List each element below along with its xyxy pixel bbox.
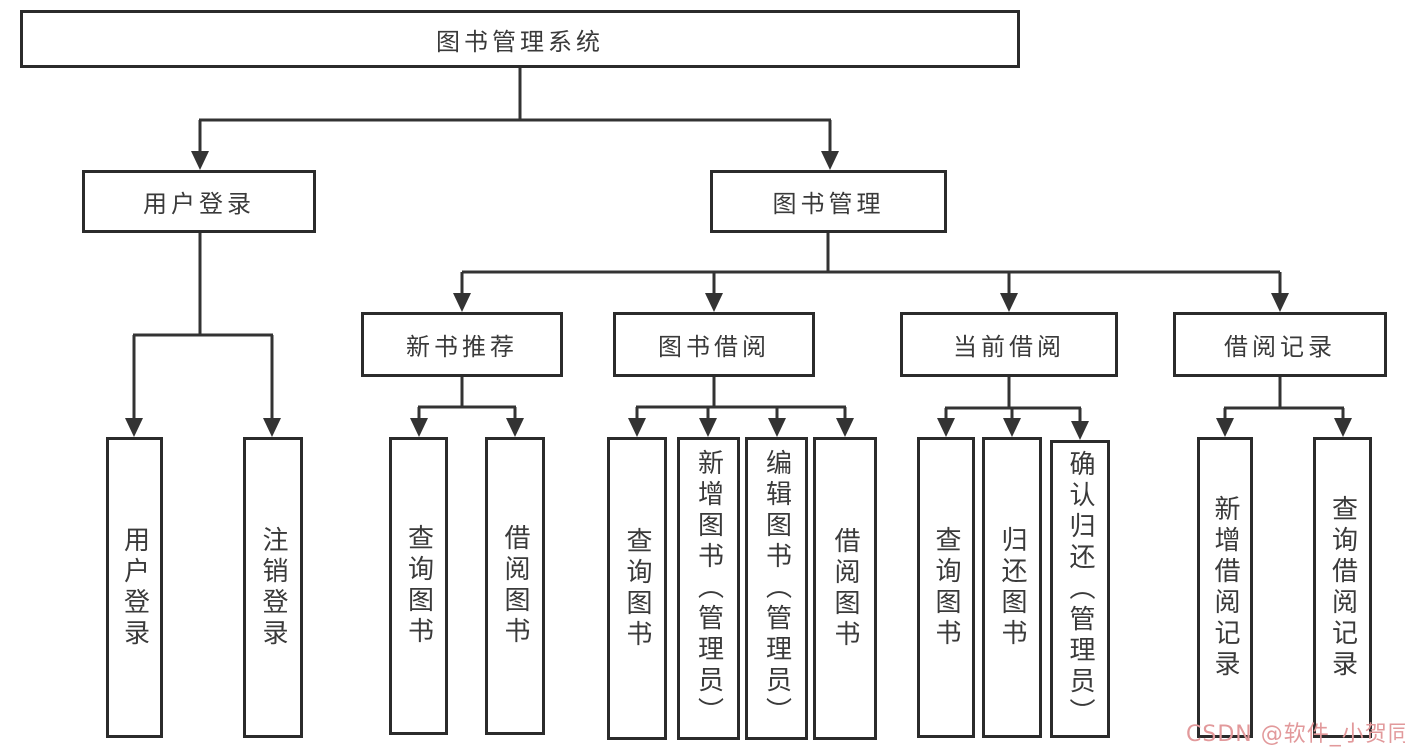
node-label: 图书管理系统 (436, 27, 604, 56)
node-book-management: 图书管理 (710, 170, 947, 233)
leaf-edit-book-admin: 编辑图书（管理员） (745, 437, 808, 740)
node-new-book-recommend: 新书推荐 (361, 312, 563, 377)
arrow-connector (768, 407, 786, 437)
arrow-connector (821, 120, 839, 170)
arrow-connector (1071, 408, 1089, 440)
arrow-down-icon (768, 418, 786, 437)
arrow-down-icon (937, 418, 955, 437)
leaf-user-login: 用户登录 (106, 437, 163, 738)
arrow-down-icon (453, 293, 471, 312)
node-label: 借阅记录 (1224, 333, 1336, 361)
arrow-connector (705, 272, 723, 312)
arrow-connector (699, 407, 717, 437)
arrow-connector (453, 272, 471, 312)
arrow-down-icon (1271, 293, 1289, 312)
leaf-return-books: 归还图书 (982, 437, 1042, 738)
node-label: 归还图书 (997, 525, 1027, 650)
node-user-login: 用户登录 (82, 170, 316, 233)
node-label: 用户登录 (143, 190, 255, 218)
node-label: 新书推荐 (406, 333, 518, 361)
arrow-down-icon (705, 293, 723, 312)
arrow-down-icon (628, 418, 646, 437)
arrow-connector (937, 408, 955, 437)
leaf-add-book-admin: 新增图书（管理员） (677, 437, 740, 740)
arrow-down-icon (506, 418, 524, 437)
arrow-connector (836, 407, 854, 437)
node-library-system: 图书管理系统 (20, 10, 1020, 68)
leaf-logout: 注销登录 (243, 437, 303, 738)
arrow-connector (1334, 408, 1352, 437)
arrow-connector (1271, 272, 1289, 312)
leaf-borrow-books: 借阅图书 (813, 437, 877, 740)
arrow-connector (410, 407, 428, 437)
node-label: 借阅图书 (500, 524, 530, 648)
node-label: 新增借阅记录 (1210, 494, 1240, 681)
leaf-query-books-current: 查询图书 (917, 437, 975, 738)
arrow-down-icon (410, 418, 428, 437)
node-label: 查询图书 (931, 525, 961, 650)
leaf-query-books-recommend: 查询图书 (389, 437, 448, 735)
node-label: 查询图书 (622, 526, 652, 651)
leaf-query-books-borrow: 查询图书 (607, 437, 667, 740)
node-label: 图书借阅 (658, 333, 770, 361)
arrow-connector (191, 120, 209, 170)
arrow-down-icon (821, 151, 839, 170)
arrow-down-icon (1334, 418, 1352, 437)
node-label: 编辑图书（管理员） (761, 449, 792, 728)
node-label: 确认归还（管理员） (1065, 449, 1095, 729)
node-label: 用户登录 (119, 525, 150, 650)
arrow-down-icon (1003, 418, 1021, 437)
arrow-connector (263, 335, 281, 437)
node-label: 当前借阅 (953, 333, 1065, 361)
csdn-watermark: CSDN @软件_小贺同学 (1186, 722, 1405, 747)
leaf-confirm-return-admin: 确认归还（管理员） (1050, 440, 1110, 738)
node-current-borrow: 当前借阅 (900, 312, 1118, 377)
arrow-down-icon (699, 418, 717, 437)
arrow-connector (506, 407, 524, 437)
arrow-connector (125, 335, 143, 437)
arrow-down-icon (191, 151, 209, 170)
arrow-connector (1216, 408, 1234, 437)
node-label: 查询借阅记录 (1327, 494, 1358, 681)
node-label: 查询图书 (403, 524, 434, 648)
node-label: 注销登录 (258, 525, 288, 650)
leaf-add-borrow-record: 新增借阅记录 (1197, 437, 1253, 738)
arrow-connector (1003, 408, 1021, 437)
leaf-query-borrow-record: 查询借阅记录 (1313, 437, 1372, 738)
arrow-down-icon (1216, 418, 1234, 437)
node-label: 新增图书（管理员） (693, 449, 724, 728)
arrow-down-icon (1071, 421, 1089, 440)
node-label: 借阅图书 (830, 526, 860, 651)
arrow-connector (1000, 272, 1018, 312)
node-book-borrow: 图书借阅 (613, 312, 815, 377)
node-label: 图书管理 (772, 190, 885, 218)
arrow-down-icon (263, 418, 281, 437)
node-borrow-records: 借阅记录 (1173, 312, 1387, 377)
arrow-down-icon (1000, 293, 1018, 312)
arrow-down-icon (836, 418, 854, 437)
leaf-borrow-books-recommend: 借阅图书 (485, 437, 545, 735)
arrow-connector (628, 407, 646, 437)
arrow-down-icon (125, 418, 143, 437)
